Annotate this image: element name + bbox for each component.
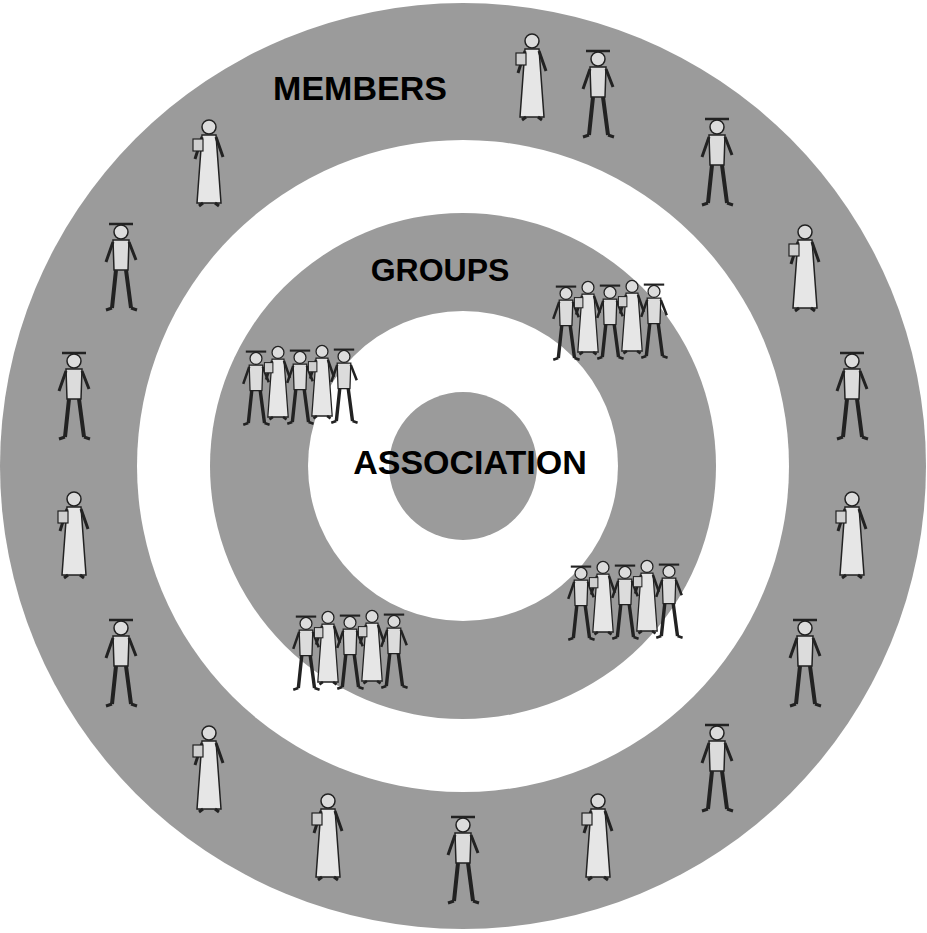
person-figure: [58, 492, 88, 578]
groups-ring: GROUPS ASSOCIATION: [210, 213, 716, 719]
person-figure: [702, 119, 733, 205]
person-figure: [193, 726, 223, 812]
person-figure: [312, 794, 342, 880]
person-figure: [837, 353, 868, 439]
ring-label: ASSOCIATION: [353, 443, 587, 482]
ring-band: [0, 3, 926, 929]
members-figures: [58, 34, 868, 903]
person-figure: [702, 725, 733, 811]
person-figure: [448, 817, 479, 903]
ring-label-holder: GROUPS: [371, 252, 510, 289]
person-figure: [582, 794, 612, 880]
ring-band: [308, 311, 618, 621]
ring-band: [137, 140, 789, 792]
association-ring: ASSOCIATION: [308, 311, 618, 621]
ring-label: MEMBERS: [273, 69, 447, 108]
ring-label: GROUPS: [371, 252, 510, 289]
people-cluster: [568, 560, 682, 639]
people-cluster: [243, 345, 357, 424]
person-figure: [59, 353, 90, 439]
person-figure: [789, 225, 819, 311]
people-cluster: [553, 280, 667, 359]
person-figure: [836, 492, 866, 578]
people-cluster: [293, 610, 407, 689]
ring-label-holder: ASSOCIATION: [353, 443, 587, 482]
person-figure: [790, 620, 821, 706]
ring-band: [210, 213, 716, 719]
person-figure: [106, 620, 137, 706]
person-figure: [193, 120, 223, 206]
ring-label-holder: MEMBERS: [273, 69, 447, 108]
person-figure: [583, 51, 614, 137]
person-figure: [106, 224, 137, 310]
group-clusters: [243, 280, 682, 689]
person-figure: [516, 34, 546, 120]
